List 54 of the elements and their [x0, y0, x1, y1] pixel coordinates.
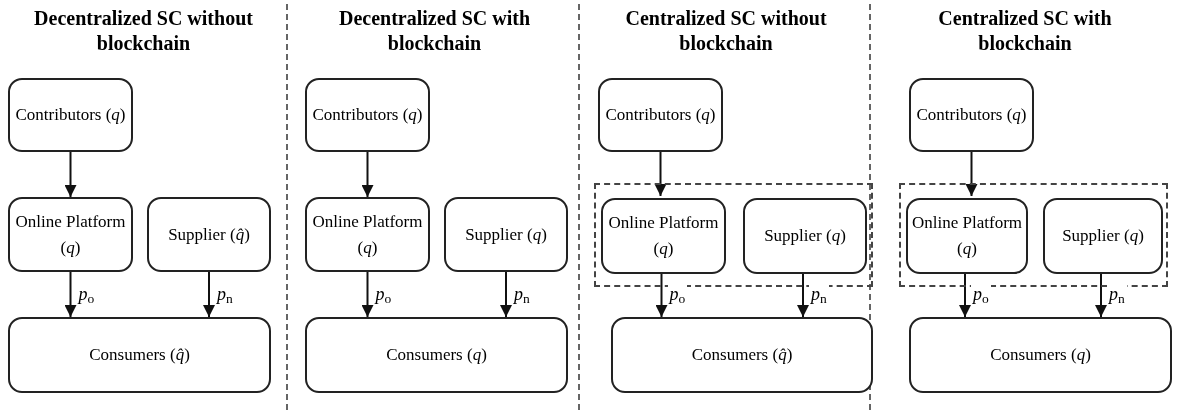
- process-box: [906, 198, 1028, 274]
- node-text: Consumers (q): [990, 344, 1091, 366]
- process-box: [444, 197, 568, 272]
- arrow: [203, 271, 215, 318]
- node-text: Consumers (q̂): [691, 344, 793, 366]
- node-text: Consumers (q̂): [89, 344, 190, 366]
- process-box: [305, 197, 430, 272]
- process-box: [8, 197, 133, 272]
- edge-label: p$_{n}$: [809, 283, 829, 304]
- node-text: Online Platform (q): [311, 210, 424, 259]
- node-text: Contributors (q): [15, 104, 126, 126]
- arrow: [655, 271, 668, 318]
- node-text: Supplier (q): [764, 225, 846, 247]
- node-text: Contributors (q): [916, 104, 1027, 126]
- process-box: [598, 78, 723, 152]
- node-text: Contributors (q): [605, 104, 716, 126]
- group-box: [899, 183, 1168, 287]
- node-text: Contributors (q): [312, 104, 423, 126]
- edge-label: p$_{o}$: [667, 283, 688, 304]
- panel-title: Centralized SC without blockchain: [624, 6, 828, 56]
- process-box: [147, 197, 271, 272]
- process-box: [8, 78, 133, 152]
- process-box: [305, 317, 568, 393]
- node-text: Online Platform (q): [14, 210, 127, 259]
- arrow: [64, 151, 77, 198]
- process-box: [601, 198, 726, 274]
- node-text: Online Platform (q): [607, 212, 720, 260]
- process-box: [611, 317, 873, 393]
- arrow: [654, 151, 667, 197]
- arrow: [361, 151, 374, 198]
- panel-title: Decentralized SC without blockchain: [33, 6, 254, 56]
- process-box: [909, 317, 1172, 393]
- process-box: [8, 317, 271, 393]
- node-text: Supplier (q): [465, 223, 547, 246]
- panel-title: Decentralized SC with blockchain: [337, 6, 532, 56]
- arrow: [500, 271, 512, 318]
- process-box: [909, 78, 1034, 152]
- edge-label: p$_{o}$: [971, 283, 991, 304]
- process-box: [1043, 198, 1163, 274]
- arrow: [1095, 271, 1107, 318]
- node-text: Online Platform (q): [912, 212, 1022, 260]
- arrow: [361, 271, 374, 318]
- group-box: [594, 183, 873, 287]
- edge-label: p$_{n}$: [1107, 283, 1127, 304]
- node-text: Supplier (q̂): [168, 223, 250, 246]
- arrow: [965, 151, 978, 197]
- arrow: [64, 271, 77, 318]
- node-text: Supplier (q): [1062, 225, 1144, 247]
- process-box: [743, 198, 867, 274]
- node-text: Consumers (q): [386, 344, 487, 366]
- arrow: [797, 271, 809, 318]
- arrow: [959, 271, 971, 318]
- process-box: [305, 78, 430, 152]
- panel-title: Centralized SC with blockchain: [937, 6, 1113, 56]
